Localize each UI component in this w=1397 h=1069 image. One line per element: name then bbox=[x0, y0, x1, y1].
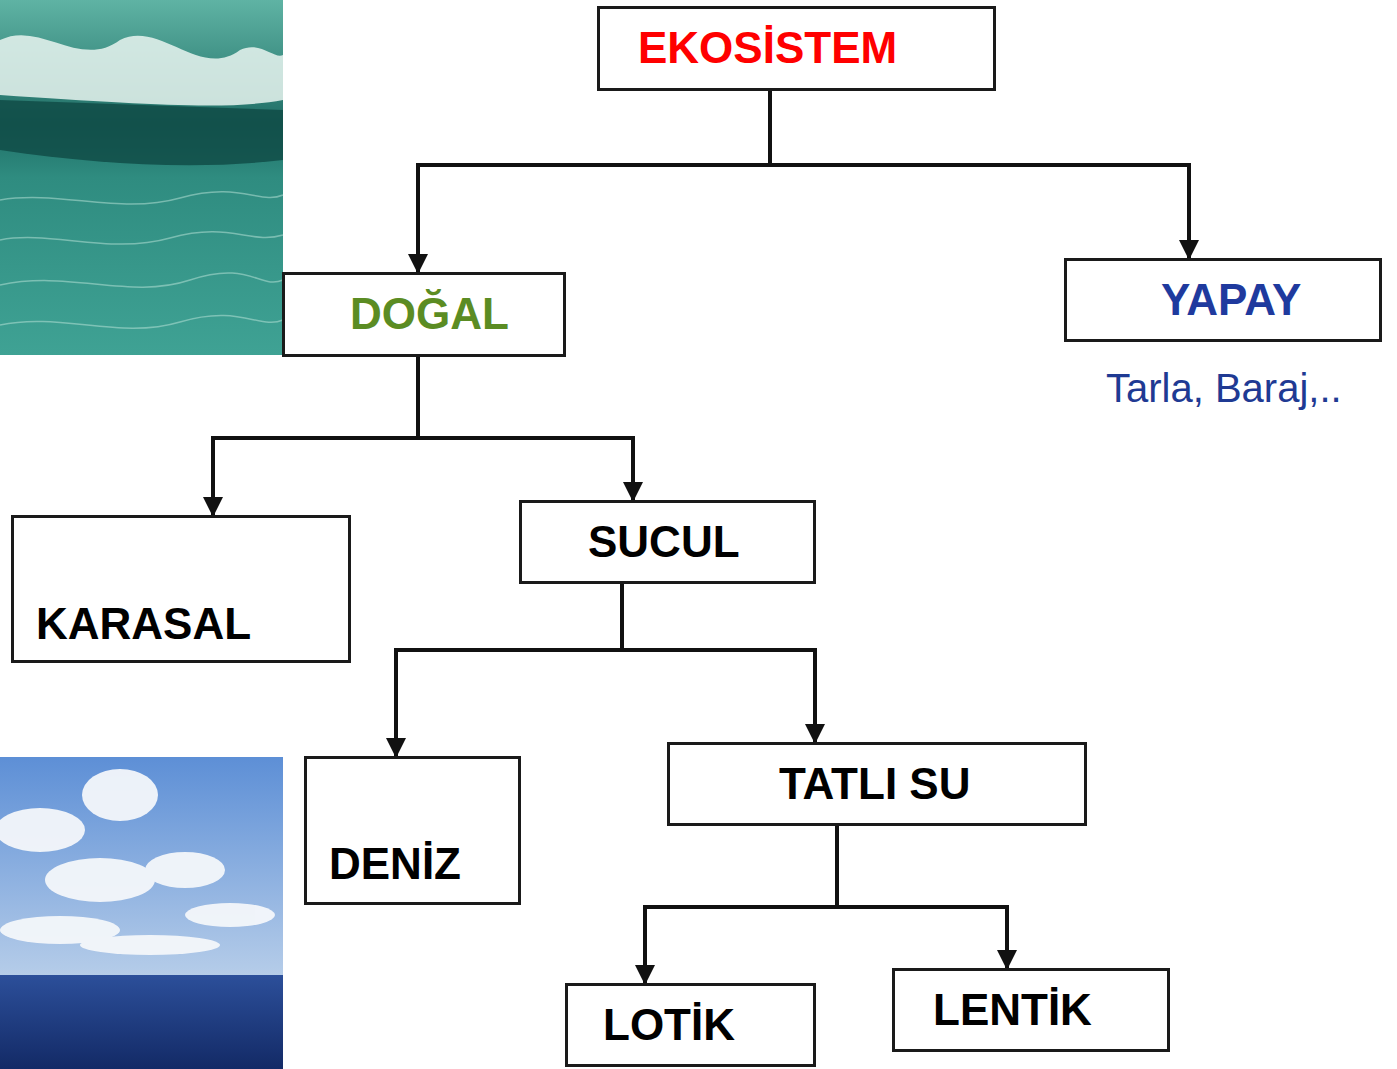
example-note: Tarla, Baraj,.. bbox=[1106, 366, 1342, 410]
node-label: DENİZ bbox=[329, 840, 461, 888]
tree-connector bbox=[213, 357, 418, 515]
tree-connector bbox=[837, 826, 1007, 968]
tree-connector bbox=[396, 584, 622, 756]
node-label: LENTİK bbox=[933, 986, 1092, 1034]
type-box: DENİZ bbox=[304, 756, 521, 905]
tree-connector bbox=[622, 584, 815, 742]
tree-connector bbox=[645, 826, 837, 983]
type-box: LENTİK bbox=[892, 968, 1170, 1052]
water-photo bbox=[0, 0, 283, 355]
node-label: SUCUL bbox=[588, 518, 740, 566]
type-box: SUCUL bbox=[519, 500, 816, 584]
node-label: DOĞAL bbox=[350, 290, 509, 338]
tree-connector bbox=[418, 357, 633, 500]
node-label: TATLI SU bbox=[779, 760, 970, 808]
root-box: EKOSİSTEM bbox=[597, 6, 996, 91]
node-label: LOTİK bbox=[603, 1001, 735, 1049]
node-label: KARASAL bbox=[36, 600, 251, 648]
category-box: DOĞAL bbox=[282, 272, 566, 357]
category-box: YAPAY bbox=[1064, 258, 1382, 342]
node-label: YAPAY bbox=[1161, 276, 1301, 324]
tree-connector bbox=[770, 91, 1189, 258]
node-label: EKOSİSTEM bbox=[638, 24, 897, 72]
sea-photo bbox=[0, 757, 283, 1069]
type-box: KARASAL bbox=[11, 515, 351, 663]
type-box: LOTİK bbox=[565, 983, 816, 1067]
tree-connector bbox=[418, 91, 770, 272]
type-box: TATLI SU bbox=[667, 742, 1087, 826]
